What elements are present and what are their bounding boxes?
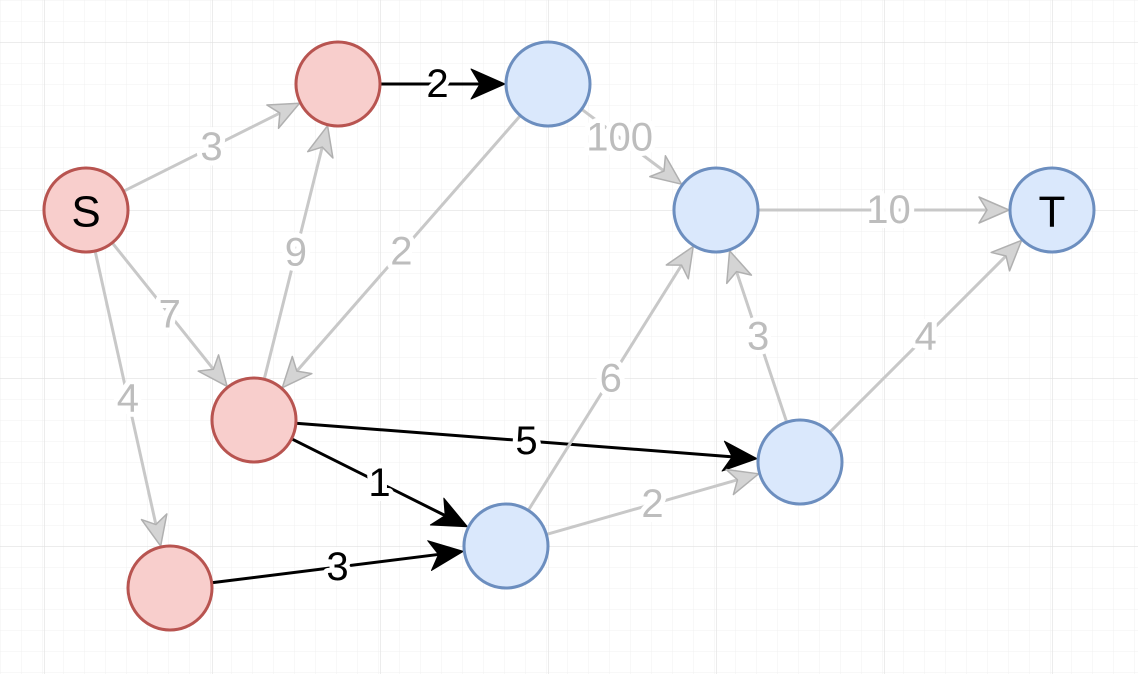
node-circle-F (462, 502, 550, 590)
edge-weight-B-A: 9 (285, 230, 307, 274)
node-F (462, 502, 550, 590)
edge-weight-B-F: 1 (368, 461, 390, 505)
edge-line-D-B (295, 114, 522, 373)
edge-line-S-A (122, 111, 282, 193)
edge-S-C (93, 249, 168, 547)
edge-weight-D-E: 100 (586, 116, 653, 160)
node-S: S (42, 166, 130, 254)
edge-arrow-G-E (726, 250, 753, 285)
edge-arrow-B-F (429, 497, 469, 528)
edge-S-A (122, 102, 301, 193)
edge-S-B (110, 241, 228, 388)
node-circle-A (294, 40, 382, 128)
edge-line-S-C (93, 249, 158, 527)
node-label-T: T (1039, 188, 1066, 237)
edge-line-F-G (544, 478, 740, 536)
edge-weight-G-E: 3 (747, 314, 769, 358)
edge-weight-C-F: 3 (326, 545, 348, 589)
edge-weight-F-E: 6 (600, 356, 622, 400)
edge-D-B (281, 114, 522, 389)
node-circle-D (504, 40, 592, 128)
edge-line-F-E (526, 263, 684, 512)
node-circle-T (1008, 166, 1096, 254)
edge-arrow-B-G (721, 440, 758, 472)
edge-B-F (290, 437, 469, 528)
node-C (126, 544, 214, 632)
edge-arrow-F-E (665, 245, 694, 280)
edge-arrow-G-T (990, 239, 1023, 272)
edge-arrow-B-A (306, 124, 334, 159)
node-circle-G (756, 418, 844, 506)
edge-G-E (726, 250, 789, 424)
edge-weight-E-T: 10 (866, 188, 911, 232)
node-A (294, 40, 382, 128)
node-T: T (1008, 166, 1096, 254)
node-circle-S (42, 166, 130, 254)
edge-weight-S-C: 4 (117, 377, 139, 421)
edge-line-S-B (110, 241, 215, 371)
node-B (210, 376, 298, 464)
edge-D-E (580, 107, 683, 185)
edge-arrow-D-E (649, 155, 683, 185)
edge-line-C-F (210, 553, 440, 585)
edge-B-G (294, 421, 758, 472)
node-circle-E (672, 166, 760, 254)
edge-weight-A-D: 2 (426, 62, 448, 106)
edge-weight-D-B: 2 (390, 230, 412, 274)
edge-arrow-S-B (197, 354, 228, 388)
edge-weight-F-G: 2 (641, 482, 663, 526)
edge-weight-B-G: 5 (515, 419, 537, 463)
edge-E-T (756, 196, 1010, 224)
edge-arrow-S-C (140, 513, 168, 547)
edge-weight-S-B: 7 (159, 293, 181, 337)
edges-layer (93, 68, 1023, 585)
node-circle-C (126, 544, 214, 632)
edge-G-T (828, 239, 1023, 434)
node-label-S: S (71, 188, 100, 237)
edge-line-B-F (290, 437, 446, 517)
edge-arrow-D-B (281, 355, 313, 389)
edge-weight-S-A: 3 (200, 125, 222, 169)
edge-line-D-E (580, 107, 666, 173)
edge-line-B-A (262, 145, 324, 381)
edge-arrow-A-D (470, 68, 506, 100)
edge-arrow-C-F (427, 540, 464, 571)
edge-line-G-T (828, 254, 1008, 434)
edge-weight-G-T: 4 (915, 314, 937, 358)
edge-F-G (544, 468, 760, 536)
edge-arrow-F-G (725, 468, 760, 496)
edge-B-A (262, 124, 334, 381)
edge-line-G-E (735, 270, 789, 424)
edge-arrow-E-T (978, 196, 1010, 224)
edge-arrow-S-A (266, 102, 301, 130)
node-D (504, 40, 592, 128)
edge-line-B-G (294, 421, 733, 459)
edge-A-D (378, 68, 506, 100)
node-G (756, 418, 844, 506)
node-circle-B (210, 376, 298, 464)
node-E (672, 166, 760, 254)
edge-C-F (210, 540, 464, 585)
edge-F-E (526, 245, 694, 512)
